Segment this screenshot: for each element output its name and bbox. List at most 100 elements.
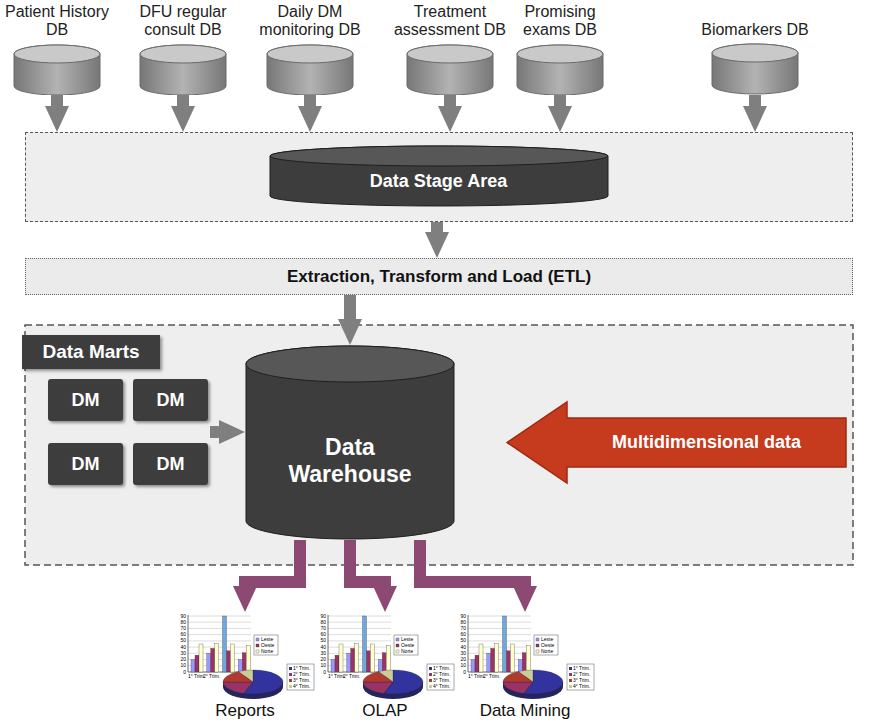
chart-bar (518, 660, 522, 672)
output-label: Reports (175, 701, 315, 721)
chart-text: 4° Trim. (573, 684, 590, 689)
bar-legend-swatch (256, 650, 259, 653)
chart-text: 80 (315, 620, 326, 625)
chart-text: Norte (261, 649, 273, 654)
pie-legend-swatch (289, 685, 292, 688)
chart-bar (223, 616, 227, 672)
pie-slice (503, 682, 533, 693)
chart-text: 1° Trim. (573, 666, 590, 671)
pie-slice (519, 670, 533, 682)
pie-slice (363, 682, 393, 693)
chart-text: 20 (455, 657, 466, 662)
flow-arrow (431, 222, 443, 232)
flow-arrow (350, 540, 385, 586)
database-cylinder-top (407, 45, 493, 63)
stage-band: Data Stage Area (25, 132, 853, 222)
data-mart-label: DM (72, 454, 100, 475)
arrow-text-holder: Multidimensional data (567, 418, 846, 467)
database-cylinder-top (267, 45, 353, 63)
bar-legend-box (254, 635, 278, 655)
grid-line (328, 622, 391, 623)
chart-bar (487, 653, 491, 672)
pie-legend-box (567, 664, 594, 690)
chart-text: 1° Trim. (328, 674, 345, 679)
data-mart-box: DM (133, 443, 208, 485)
chart-text: 30 (315, 651, 326, 656)
database-cylinder (266, 44, 354, 95)
output-chart: OLAP90807060504030201001° Trim.2° Trim.L… (315, 612, 455, 722)
chart-bar (211, 648, 215, 672)
chart-bar (382, 653, 386, 672)
flow-arrow (210, 426, 219, 438)
chart-text: 60 (175, 632, 186, 637)
grid-line (468, 628, 531, 629)
bar-legend-swatch (536, 644, 539, 647)
chart-bar (471, 660, 475, 672)
stage-text-holder: Data Stage Area (269, 155, 609, 207)
chart-text: 50 (455, 638, 466, 643)
chart-bar (351, 648, 355, 672)
flow-arrow (304, 95, 316, 106)
bar-legend-swatch (256, 638, 259, 641)
database-label: Promising exams DB (502, 3, 618, 40)
database-node: Daily DM monitoring DB (240, 3, 381, 95)
pie-legend-swatch (289, 667, 292, 670)
chart-text: 80 (455, 620, 466, 625)
chart-bar (355, 643, 359, 672)
chart-text: 1° Trim. (468, 674, 485, 679)
pie-legend-swatch (429, 685, 432, 688)
database-cylinder-top (712, 44, 798, 62)
chart-bar (335, 655, 339, 672)
chart-text: 40 (455, 645, 466, 650)
chart-text: 30 (175, 651, 186, 656)
bar-legend-swatch (396, 644, 399, 647)
pie-legend-swatch (569, 673, 572, 676)
chart-text: 90 (455, 614, 466, 619)
pie-legend-swatch (429, 673, 432, 676)
data-mart-label: DM (157, 390, 185, 411)
chart-bar (503, 616, 507, 672)
flow-arrow (749, 95, 761, 106)
stage-cylinder-top (270, 146, 608, 166)
chart-bar (386, 645, 390, 672)
bar-legend-swatch (536, 638, 539, 641)
chart-bar (507, 651, 511, 672)
chart-text: Leste (261, 637, 273, 642)
bar-legend-swatch (396, 650, 399, 653)
pie-slice (379, 670, 393, 682)
chart-text: 3° Trim. (433, 678, 450, 683)
chart-text: 90 (175, 614, 186, 619)
chart-text: 2° Trim. (573, 672, 590, 677)
pie-legend-swatch (569, 685, 572, 688)
chart-text: 30 (455, 651, 466, 656)
chart-text: 2° Trim. (433, 672, 450, 677)
output-label: OLAP (315, 701, 455, 721)
chart-text: 10 (315, 663, 326, 668)
flow-arrow (177, 95, 189, 106)
database-cylinder (139, 44, 227, 95)
chart-text: Leste (541, 637, 553, 642)
chart-bar (227, 651, 231, 672)
stage-cylinder-body (270, 146, 608, 206)
flow-arrow (51, 95, 63, 106)
pie-legend-swatch (289, 673, 292, 676)
data-mart-box: DM (133, 379, 208, 421)
flow-arrow (554, 95, 566, 106)
database-label: DFU regular consult DB (118, 3, 249, 40)
warehouse-label: Data Warehouse (275, 434, 425, 487)
pie-legend-swatch (429, 679, 432, 682)
grid-line (468, 622, 531, 623)
chart-text: 3° Trim. (573, 678, 590, 683)
database-cylinder-body (712, 44, 798, 94)
chart-text: 0 (315, 670, 326, 675)
chart-text: 10 (455, 663, 466, 668)
database-cylinder-body (407, 45, 493, 95)
chart-text: 90 (315, 614, 326, 619)
chart-text: 2° Trim. (293, 672, 310, 677)
bar-legend-swatch (396, 638, 399, 641)
chart-bar (495, 643, 499, 672)
grid-line (188, 640, 251, 641)
chart-text: 1° Trim. (433, 666, 450, 671)
chart-bar (479, 644, 483, 672)
